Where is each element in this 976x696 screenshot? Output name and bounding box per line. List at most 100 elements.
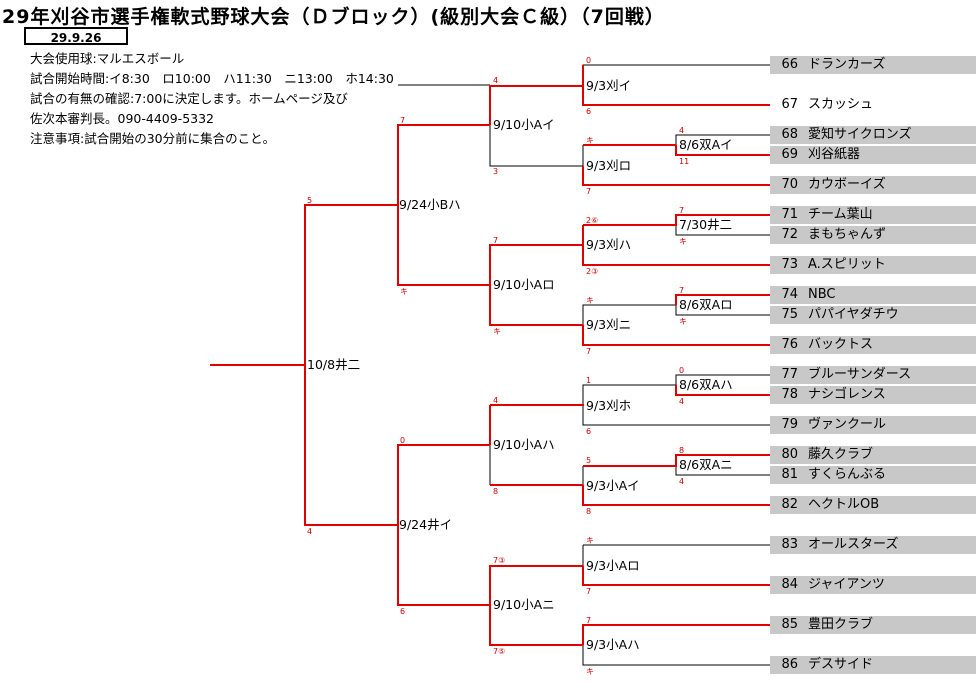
score: 0 <box>586 56 592 65</box>
team-number: 86 <box>781 657 798 672</box>
score: 4 <box>679 126 685 135</box>
team-row: 73 A.スピリット <box>770 256 976 274</box>
team-name: パパイヤダチウ <box>808 307 899 322</box>
match-label-r3-b: 9/10小Aロ <box>493 277 555 292</box>
team-name: A.スピリット <box>808 257 886 272</box>
team-number: 67 <box>781 97 798 112</box>
team-name: 愛知サイクロンズ <box>808 127 912 142</box>
team-name: チーム葉山 <box>808 207 873 222</box>
team-name: オールスターズ <box>808 537 899 552</box>
score: 4 <box>307 527 313 536</box>
score: 2⑥ <box>586 216 599 225</box>
score: キ <box>586 296 594 305</box>
score: 8 <box>493 487 499 496</box>
team-number: 70 <box>781 177 798 192</box>
team-name: まもちゃんず <box>808 227 887 242</box>
team-number: 73 <box>781 257 798 272</box>
score: 6 <box>400 607 406 616</box>
score: 1 <box>586 376 592 385</box>
team-number: 84 <box>781 577 798 592</box>
team-row: 68 愛知サイクロンズ <box>770 126 976 144</box>
match-label-final: 10/8井二 <box>307 357 361 372</box>
score: 7 <box>586 587 592 596</box>
team-number: 69 <box>781 147 798 162</box>
score: 4 <box>679 397 685 406</box>
team-name: ヘクトルOB <box>808 497 880 512</box>
team-number: 81 <box>781 467 798 482</box>
team-name: すくらんぶる <box>808 467 887 482</box>
match-label-r3-a: 9/10小Aイ <box>493 117 555 132</box>
score: 7 <box>493 236 499 245</box>
team-number: 74 <box>781 287 798 302</box>
match-label-r2-d: 9/3刈ニ <box>586 317 632 332</box>
info-notes: 注意事項:試合開始の30分前に集合のこと。 <box>30 131 276 146</box>
match-label-r2-g: 9/3小Aロ <box>586 558 640 573</box>
match-label-r1-b: 7/30井二 <box>679 217 733 232</box>
team-number: 79 <box>781 417 798 432</box>
team-number: 71 <box>781 207 798 222</box>
team-name: ヴァンクール <box>808 417 887 432</box>
match-label-r1-d: 8/6双Aハ <box>679 377 733 392</box>
match-label-r1-a: 8/6双Aイ <box>679 137 733 152</box>
score: 4 <box>493 76 499 85</box>
date-badge: 29.9.26 <box>24 27 128 45</box>
team-name: NBC <box>808 287 836 302</box>
score: 0 <box>679 366 685 375</box>
match-label-r2-c: 9/3刈ハ <box>586 237 632 252</box>
team-number: 82 <box>781 497 798 512</box>
info-confirmation: 試合の有無の確認:7:00に決定します。ホームページ及び <box>30 91 348 106</box>
score: 4 <box>679 477 685 486</box>
team-row: 81 すくらんぶる <box>770 466 976 484</box>
score: 7③ <box>493 556 506 565</box>
match-label-r1-e: 8/6双Aニ <box>679 457 733 472</box>
team-row: 79 ヴァンクール <box>770 416 976 434</box>
score: キ <box>679 237 687 246</box>
score: 5 <box>586 456 592 465</box>
match-label-r2-b: 9/3刈ロ <box>586 158 632 173</box>
score: キ <box>586 667 594 676</box>
team-number: 80 <box>781 447 798 462</box>
match-label-r3-d: 9/10小Aニ <box>493 597 555 612</box>
match-label-r1-c: 8/6双Aロ <box>679 297 733 312</box>
team-row: 72 まもちゃんず <box>770 226 976 244</box>
match-label-r4-b: 9/24井イ <box>399 517 453 532</box>
page-title: 29年刈谷市選手権軟式野球大会（Ｄブロック）(級別大会Ｃ級）（7回戦） <box>2 6 665 28</box>
score: 7 <box>679 206 685 215</box>
team-row: 75 パパイヤダチウ <box>770 306 976 324</box>
team-number: 85 <box>781 617 798 632</box>
team-name: 豊田クラブ <box>808 617 874 632</box>
team-row: 80 藤久クラブ <box>770 446 976 464</box>
score: キ <box>586 536 594 545</box>
team-number: 77 <box>781 367 798 382</box>
team-name: ドランカーズ <box>808 57 886 72</box>
team-name: 藤久クラブ <box>808 447 874 462</box>
team-row: 74 NBC <box>770 286 976 304</box>
score: 7⑤ <box>493 647 506 656</box>
score: 11 <box>679 157 690 166</box>
bracket-lines-win <box>210 65 770 646</box>
team-number: 68 <box>781 127 798 142</box>
team-number: 72 <box>781 227 798 242</box>
info-umpire: 佐次本審判長。090-4409-5332 <box>30 111 215 126</box>
score: 0 <box>400 436 406 445</box>
score: 2③ <box>586 267 599 276</box>
team-number: 75 <box>781 307 798 322</box>
score: 5 <box>307 196 313 205</box>
score: 8 <box>679 446 685 455</box>
score: 7 <box>679 286 685 295</box>
score: キ <box>493 327 501 336</box>
score: 6 <box>586 107 592 116</box>
info-ball: 大会使用球:マルエスボール <box>30 51 185 66</box>
team-number: 78 <box>781 387 798 402</box>
team-row: 82 ヘクトルOB <box>770 496 976 514</box>
